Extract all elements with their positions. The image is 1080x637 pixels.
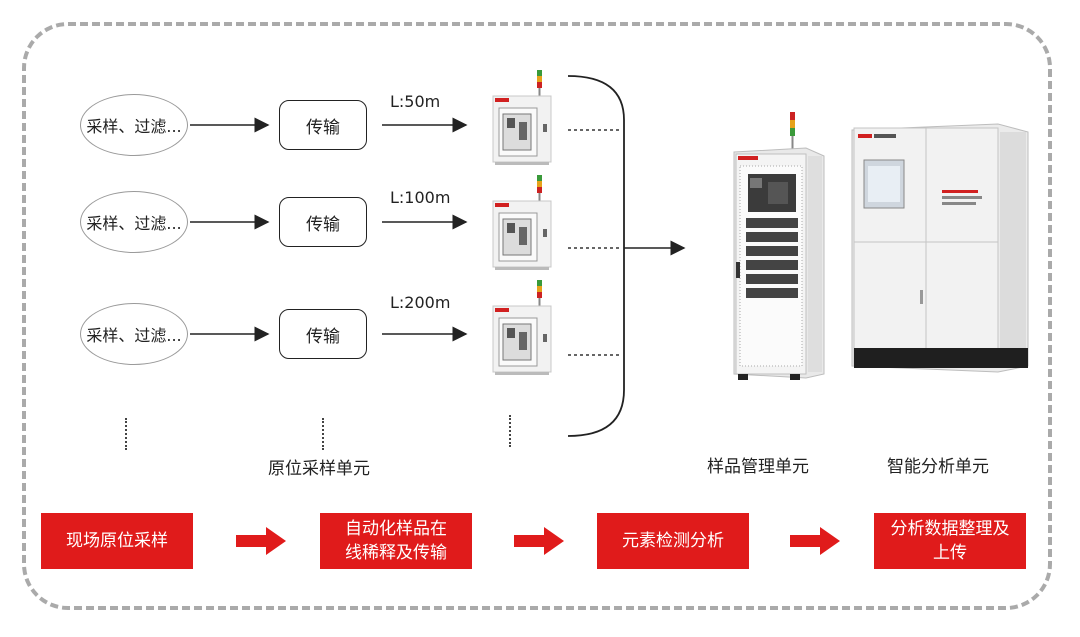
- distance-label: L:200m: [390, 293, 451, 312]
- sample-management-unit-caption: 样品管理单元: [707, 457, 809, 477]
- red-arrow-icon: [514, 527, 564, 559]
- red-arrow-icon: [236, 527, 286, 559]
- process-step: 元素检测分析: [597, 513, 749, 569]
- in-situ-sampling-unit-caption: 原位采样单元: [268, 459, 370, 479]
- outer-dashed-frame: [22, 22, 1052, 610]
- in-situ-sampler-icon: [485, 175, 555, 271]
- sample-management-cabinet-icon: [728, 112, 828, 382]
- distance-label: L:50m: [390, 92, 441, 111]
- process-step-label: 元素检测分析: [622, 531, 724, 551]
- process-step-label: 自动化样品在 线稀释及传输: [345, 519, 447, 563]
- process-step: 分析数据整理及 上传: [874, 513, 1026, 569]
- sampling-filter-oval: 采样、过滤...: [80, 94, 188, 156]
- process-step-label: 分析数据整理及 上传: [890, 519, 1010, 563]
- transport-box: 传输: [279, 309, 367, 359]
- sampling-filter-oval: 采样、过滤...: [80, 303, 188, 365]
- transport-label: 传输: [306, 326, 340, 347]
- sampling-filter-label: 采样、过滤...: [86, 326, 182, 345]
- sampling-filter-label: 采样、过滤...: [86, 117, 182, 136]
- transport-label: 传输: [306, 214, 340, 235]
- smart-analyzer-cabinet-icon: [850, 120, 1030, 374]
- more-rows-dots: [125, 418, 129, 450]
- transport-label: 传输: [306, 117, 340, 138]
- in-situ-sampler-icon: [485, 280, 555, 376]
- sampling-filter-oval: 采样、过滤...: [80, 191, 188, 253]
- process-step-label: 现场原位采样: [66, 531, 168, 551]
- red-arrow-icon: [790, 527, 840, 559]
- in-situ-sampler-icon: [485, 70, 555, 166]
- smart-analysis-unit-caption: 智能分析单元: [887, 457, 989, 477]
- more-rows-dots: [509, 415, 513, 447]
- sampling-filter-label: 采样、过滤...: [86, 214, 182, 233]
- distance-label: L:100m: [390, 188, 451, 207]
- transport-box: 传输: [279, 197, 367, 247]
- more-rows-dots: [322, 418, 326, 450]
- process-step: 现场原位采样: [41, 513, 193, 569]
- process-step: 自动化样品在 线稀释及传输: [320, 513, 472, 569]
- transport-box: 传输: [279, 100, 367, 150]
